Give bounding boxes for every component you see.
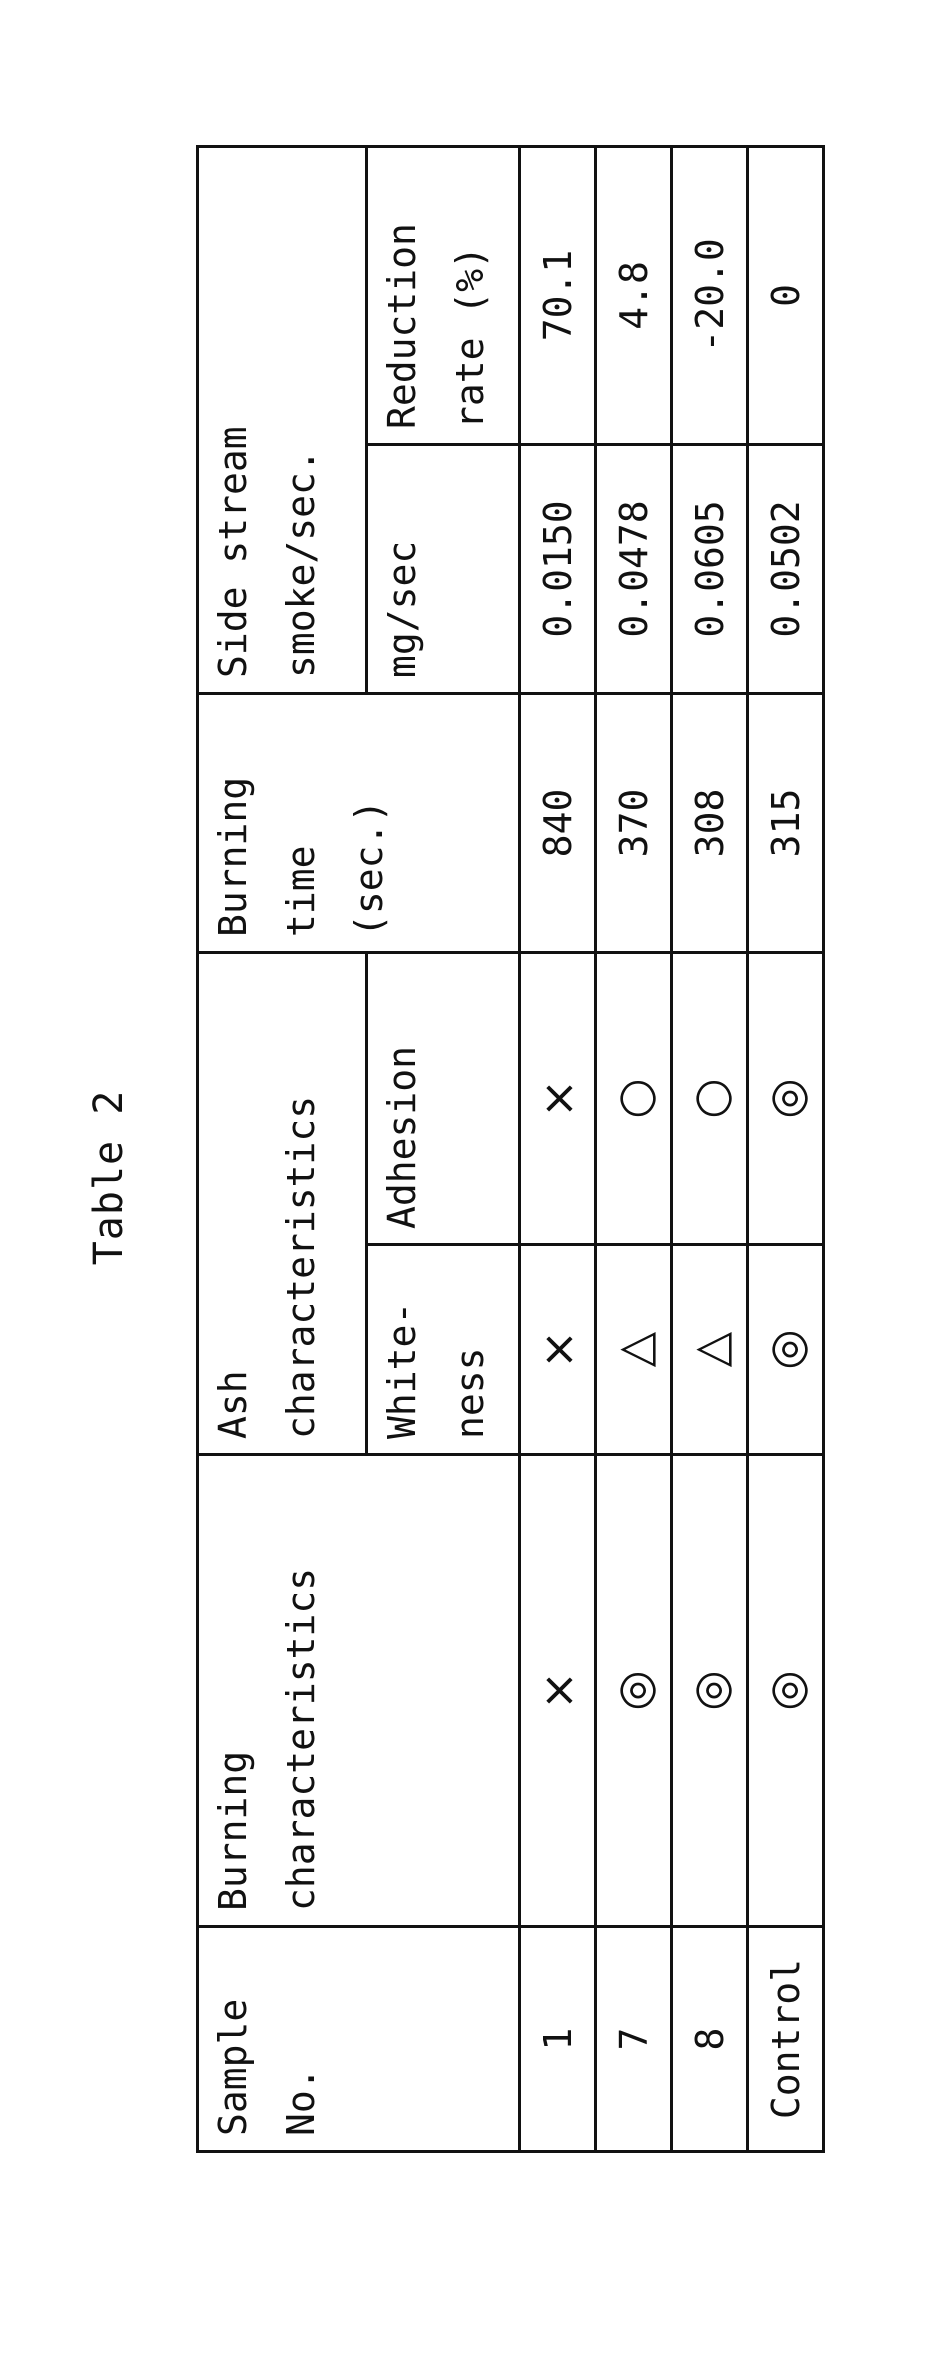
header-mg-per-sec: mg/sec (367, 444, 520, 693)
header-side-stream: Side stream smoke/sec. (198, 146, 367, 693)
cell-sample: 7 (596, 1927, 672, 2152)
cell-whiteness: ◎ (748, 1245, 824, 1455)
cell-mg: 0.0605 (672, 444, 748, 693)
cell-time: 308 (672, 693, 748, 952)
header-adhesion: Adhesion (367, 952, 520, 1244)
cell-whiteness: × (520, 1245, 596, 1455)
cell-rate: 4.8 (596, 146, 672, 444)
cell-adhesion: × (520, 952, 596, 1244)
cell-burning: ◎ (596, 1455, 672, 1927)
table-row: 7 ◎ △ ○ 370 0.0478 4.8 (596, 146, 672, 2151)
header-reduction-rate: Reduction rate (%) (367, 146, 520, 444)
cell-whiteness: △ (596, 1245, 672, 1455)
cell-time: 315 (748, 693, 824, 952)
cell-mg: 0.0478 (596, 444, 672, 693)
data-table: Sample No. Burning characteristics Ash c… (196, 145, 825, 2153)
cell-adhesion: ○ (672, 952, 748, 1244)
cell-rate: 0 (748, 146, 824, 444)
header-row-top: Sample No. Burning characteristics Ash c… (198, 146, 367, 2151)
cell-burning: × (520, 1455, 596, 1927)
cell-burning: ◎ (748, 1455, 824, 1927)
cell-mg: 0.0502 (748, 444, 824, 693)
cell-rate: 70.1 (520, 146, 596, 444)
header-whiteness: White- ness (367, 1245, 520, 1455)
header-ash-characteristics: Ash characteristics (198, 952, 367, 1454)
cell-burning: ◎ (672, 1455, 748, 1927)
cell-time: 840 (520, 693, 596, 952)
cell-mg: 0.0150 (520, 444, 596, 693)
cell-rate: -20.0 (672, 146, 748, 444)
header-burning-time: Burning time (sec.) (198, 693, 520, 952)
table-title: Table 2 (86, 0, 132, 2355)
cell-sample: 8 (672, 1927, 748, 2152)
table-row: Control ◎ ◎ ◎ 315 0.0502 0 (748, 146, 824, 2151)
cell-adhesion: ◎ (748, 952, 824, 1244)
cell-whiteness: △ (672, 1245, 748, 1455)
cell-sample: Control (748, 1927, 824, 2152)
cell-time: 370 (596, 693, 672, 952)
table-row: 8 ◎ △ ○ 308 0.0605 -20.0 (672, 146, 748, 2151)
table-row: 1 × × × 840 0.0150 70.1 (520, 146, 596, 2151)
cell-sample: 1 (520, 1927, 596, 2152)
cell-adhesion: ○ (596, 952, 672, 1244)
header-sample-no: Sample No. (198, 1927, 520, 2152)
header-burning-characteristics: Burning characteristics (198, 1455, 520, 1927)
